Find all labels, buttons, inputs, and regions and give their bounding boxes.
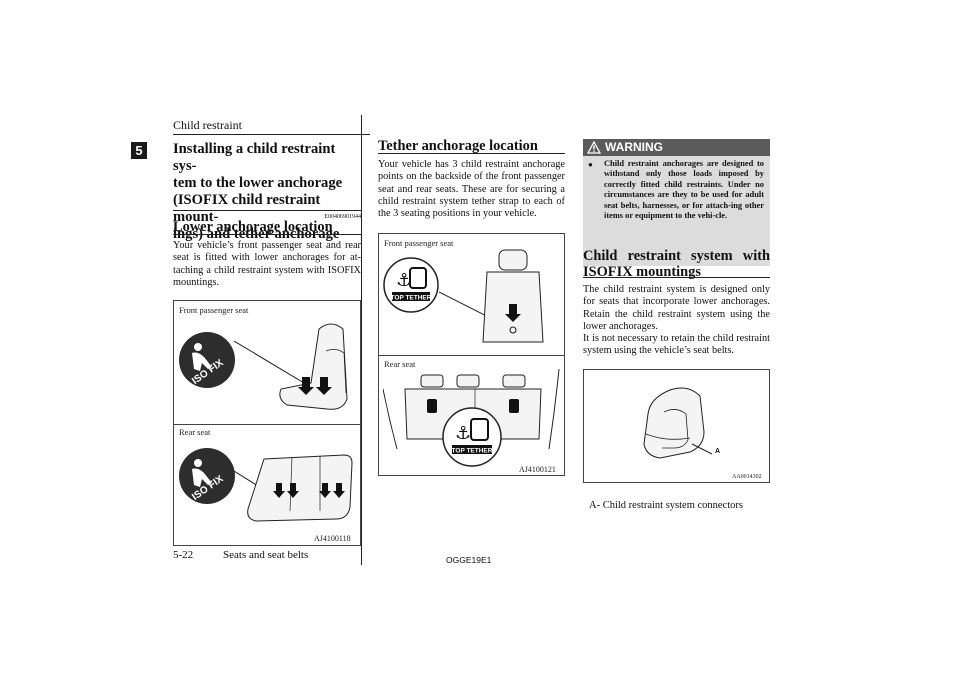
figure-caption: A- Child restraint system connectors: [589, 500, 743, 511]
svg-text:⚓: ⚓: [455, 423, 471, 444]
figure-divider: [174, 424, 360, 425]
svg-text:⚓: ⚓: [396, 270, 412, 291]
chapter-tab: 5: [131, 142, 147, 159]
section-title-line: Installing a child restraint sys-: [173, 141, 336, 174]
page-number: 5-22: [173, 549, 194, 561]
isofix-badge-icon: ISO FIX: [178, 331, 236, 389]
warning-title: WARNING: [605, 140, 663, 154]
figure-label-rear: Rear seat: [179, 427, 211, 437]
section-title-line: (ISOFIX child restraint mount-: [173, 192, 321, 225]
tether-anchorage-figure: Front passenger seat Rear seat AJ4100121…: [378, 233, 565, 476]
running-header: Child restraint: [173, 118, 242, 132]
figure-label-front: Front passenger seat: [179, 305, 249, 315]
subheading-rule: [583, 277, 770, 278]
title-rule: [173, 210, 361, 211]
figure-code: AA0014302: [732, 474, 762, 480]
rear-seat-drawing: [234, 454, 353, 522]
section-title-line: tem to the lower anchorage: [173, 175, 343, 191]
isofix-badge-icon: ISO FIX: [178, 447, 236, 505]
top-tether-badge-icon: ⚓ TOP TETHER: [382, 256, 440, 314]
figure-label-front: Front passenger seat: [384, 238, 454, 248]
figure-callout-a: A: [715, 448, 721, 455]
figure-divider: [379, 355, 564, 356]
lower-anchorage-paragraph: Your vehicle’s front passenger seat and …: [173, 240, 361, 288]
footer-doc-id: OGGE19E1: [446, 555, 492, 565]
subheading-isofix: Child restraint system with ISOFIX mount…: [583, 248, 770, 280]
top-tether-text: TOP TETHER: [452, 448, 493, 455]
top-tether-badge-icon: ⚓ TOP TETHER: [441, 406, 503, 468]
tether-paragraph: Your vehicle has 3 child restraint ancho…: [378, 159, 565, 220]
subheading-lower-anchorage: Lower anchorage location: [173, 219, 361, 235]
warning-box: WARNING ● Child restraint anchorages are…: [583, 139, 770, 266]
subheading-text: Lower anchorage location: [173, 219, 333, 235]
warning-text: Child restraint anchorages are designed …: [604, 159, 764, 221]
subheading-tether: Tether anchorage location: [378, 138, 565, 154]
subheading-rule: [378, 153, 565, 154]
figure-label-rear: Rear seat: [384, 359, 416, 369]
subheading-rule: [173, 234, 361, 235]
figure-code: AJ4100121: [519, 465, 556, 474]
warning-bullet: ●: [588, 160, 593, 169]
subheading-text: Tether anchorage location: [378, 138, 538, 154]
doc-code: E00406901944: [324, 214, 361, 220]
isofix-paragraph-2: It is not necessary to retain the child …: [583, 333, 770, 357]
subheading-line: Child restraint system with: [583, 248, 770, 264]
front-seat-back-drawing: [439, 249, 544, 343]
subheading-line: ISOFIX mountings: [583, 264, 701, 280]
top-tether-text: TOP TETHER: [391, 295, 432, 302]
child-seat-drawing: [643, 387, 713, 459]
header-rule: [173, 134, 370, 135]
child-seat-figure: A AA0014302: [583, 369, 770, 483]
warning-triangle-icon: [587, 141, 601, 154]
isofix-paragraph-1: The child restraint system is designed o…: [583, 284, 770, 332]
figure-code: AJ4100118: [314, 534, 351, 543]
column-divider: [361, 115, 362, 565]
lower-anchorage-figure: Front passenger seat Rear seat AJ4100118…: [173, 300, 361, 546]
front-seat-drawing: [234, 323, 348, 410]
warning-header: WARNING: [583, 139, 770, 156]
footer-section: Seats and seat belts: [223, 549, 309, 561]
